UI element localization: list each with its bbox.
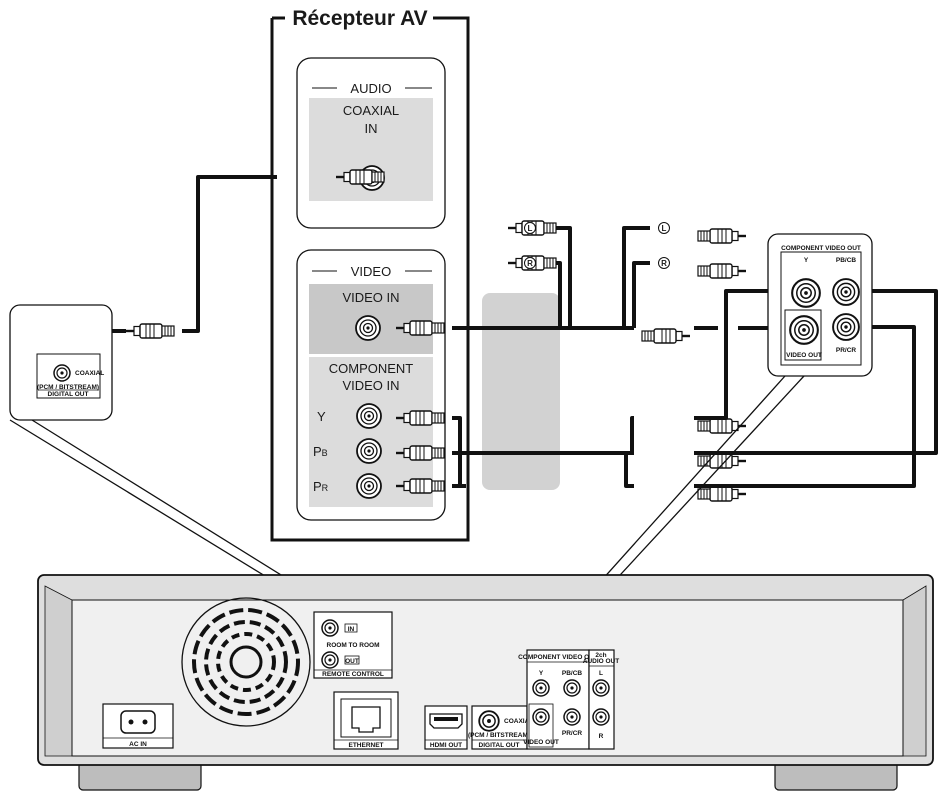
coaxial-in-label-1: COAXIAL [343, 103, 399, 118]
component-y-plug-player [698, 419, 746, 433]
svg-text:R: R [661, 259, 667, 268]
audio-out-l-jack [592, 679, 610, 697]
callout-component-pr: PR/CR [836, 347, 857, 354]
component-out-pr-label: PR/CR [562, 730, 583, 737]
component-out-pb-label: PB/CB [562, 670, 583, 677]
audio-r-cable-right [632, 261, 650, 328]
component-in-y-label: Y [317, 409, 326, 424]
room-in-label: IN [348, 626, 355, 633]
callout-coaxial-sub: (PCM / BITSTREAM) [37, 384, 99, 391]
audio-l-cable-right [622, 226, 650, 328]
hdmi-out-box [424, 705, 468, 750]
svg-text:L: L [662, 224, 667, 233]
digital-out-label: DIGITAL OUT [479, 742, 520, 749]
callout-component-y-jack [791, 278, 821, 308]
receiver-title: Récepteur AV [292, 7, 427, 30]
callout-coaxial-jack-label: COAXIAL [75, 370, 104, 377]
video-in-label: VIDEO IN [342, 290, 399, 305]
component-in-label-1: COMPONENT [329, 361, 414, 376]
callout-component-video-out: VIDEO OUT [786, 352, 822, 359]
ethernet-label: ETHERNET [348, 742, 383, 749]
plug-r-badges: R R [524, 257, 670, 269]
video-plug-player [642, 329, 690, 343]
player-foot-left [78, 761, 202, 791]
callout-component-pb-jack [832, 278, 860, 306]
ac-in-socket [120, 710, 156, 734]
audio-out-l-label: L [599, 670, 603, 677]
component-out-y-jack [532, 679, 550, 697]
callout-component-video-jack [789, 315, 819, 345]
component-out-y-label: Y [539, 670, 544, 677]
coaxial-cable [182, 175, 277, 333]
room-out-label: OUT [345, 658, 359, 665]
component-pr-plug-player [698, 487, 746, 501]
callout-component: COMPONENT VIDEO OUT Y PB/CB VIDEO OUT PR… [767, 233, 873, 377]
remote-control-label: REMOTE CONTROL [322, 671, 384, 678]
audio-out-label-1: 2ch [595, 652, 606, 659]
callout-coaxial-label: DIGITAL OUT [48, 391, 89, 398]
room-to-room-label: ROOM TO ROOM [327, 642, 380, 649]
video-section-label: VIDEO [351, 264, 391, 279]
component-in-y-jack [356, 403, 382, 429]
coaxial-plug-player [125, 323, 175, 339]
player-video-out-label: VIDEO OUT [523, 739, 559, 746]
callout-component-y: Y [804, 257, 809, 264]
hdmi-out-label: HDMI OUT [430, 742, 462, 749]
component-pb-plug-player [698, 454, 746, 468]
ethernet-port [351, 706, 381, 733]
coaxial-in-label-2: IN [365, 121, 378, 136]
digital-out-jack [478, 710, 500, 732]
digital-out-pcm-label: (PCM / BITSTREAM) [468, 732, 530, 739]
plug-l-badges: L L [524, 222, 670, 234]
component-pb-cable [452, 416, 634, 455]
receiver-frame [270, 16, 470, 542]
component-in-pb-jack [356, 438, 382, 464]
cable-bundle-shade [482, 293, 560, 490]
av-receiver-panel: Récepteur AV AUDIO COAXIAL IN VIDEO VIDE… [270, 7, 470, 542]
player-video-out-jack [532, 708, 550, 726]
audio-out-r-jack [592, 708, 610, 726]
component-out-box [526, 649, 590, 750]
callout-component-pr-jack [832, 313, 860, 341]
callout-component-pb: PB/CB [836, 257, 857, 264]
room-in-jack [321, 619, 339, 637]
component-in-label-2: VIDEO IN [342, 378, 399, 393]
audio-l-plug-right [698, 229, 746, 243]
callout-coaxial: COAXIAL (PCM / BITSTREAM) DIGITAL OUT [9, 304, 113, 421]
svg-text:L: L [528, 224, 533, 233]
component-pr-route [694, 325, 916, 488]
component-out-pr-jack [563, 708, 581, 726]
component-out-label: COMPONENT VIDEO OUT [518, 654, 598, 661]
fan-grille [181, 597, 311, 727]
component-in-pb-label: PB [313, 444, 328, 459]
video-in-jack [355, 315, 381, 341]
callout-component-title: COMPONENT VIDEO OUT [781, 245, 861, 252]
player-foot-right [774, 761, 898, 791]
audio-out-r-label: R [599, 733, 604, 740]
audio-out-label-2: AUDIO OUT [583, 658, 620, 665]
digital-out-coaxial-label: COAXIAL [504, 718, 533, 725]
audio-r-plug-right [698, 264, 746, 278]
audio-out-box [588, 649, 615, 750]
player-rear-panel: AC IN IN ROOM TO ROOM OUT REMOTE CONTROL… [37, 574, 934, 791]
audio-section-label: AUDIO [350, 81, 391, 96]
ac-in-label: AC IN [129, 741, 147, 748]
svg-text:R: R [527, 259, 533, 268]
component-loop-player [624, 451, 634, 488]
component-out-pb-jack [563, 679, 581, 697]
room-out-jack [321, 651, 339, 669]
component-in-pr-jack [356, 473, 382, 499]
component-in-pr-label: PR [313, 479, 329, 494]
